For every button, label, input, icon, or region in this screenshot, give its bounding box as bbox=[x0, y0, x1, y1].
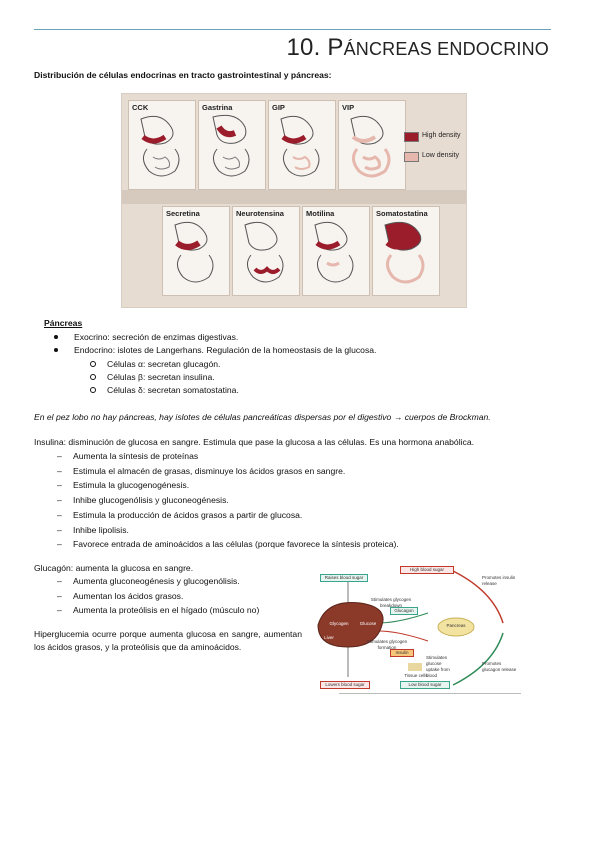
high-blood-sugar-box: High blood sugar bbox=[400, 566, 454, 574]
legend-high-swatch bbox=[404, 132, 419, 142]
list-item: –Inhibe glucogenólisis y gluconeogénesis… bbox=[57, 495, 229, 506]
glucose-regulation-diagram: Raises blood sugar High blood sugar Prom… bbox=[308, 563, 521, 693]
list-item: –Estimula la glucogenogénesis. bbox=[57, 480, 190, 491]
list-item: –Aumenta la proteólisis en el hígado (mú… bbox=[57, 605, 260, 616]
list-item: –Estimula el almacén de grasas, disminuy… bbox=[57, 465, 346, 476]
insulina-list: –Aumenta la síntesis de proteínas –Estim… bbox=[57, 449, 399, 552]
list-item: –Aumenta gluconeogénesis y glucogenólisi… bbox=[57, 576, 240, 586]
cells-list: Células α: secretan glucagón. Células β:… bbox=[89, 358, 239, 397]
glucagon-box: Glucagon bbox=[390, 607, 418, 615]
panel-secretina: Secretina bbox=[162, 206, 230, 296]
lobo-note: En el pez lobo no hay páncreas, hay islo… bbox=[34, 412, 491, 422]
panel-gastrina: Gastrina bbox=[198, 100, 266, 190]
list-item: –Aumentan los ácidos grasos. bbox=[57, 590, 184, 601]
hyperglucemia-text: Hiperglucemia ocurre porque aumenta gluc… bbox=[34, 629, 302, 652]
panel-cck: CCK bbox=[128, 100, 196, 190]
glycogen-label: Glycogen bbox=[329, 621, 349, 626]
list-item: Exocrino: secreción de enzimas digestiva… bbox=[52, 331, 376, 344]
legend-low: Low density bbox=[422, 152, 459, 159]
figure-baseline bbox=[339, 693, 521, 694]
glucagon-desc: Glucagón: aumenta la glucosa en sangre. bbox=[34, 563, 194, 573]
list-item: Células δ: secretan somatostatina. bbox=[89, 384, 239, 397]
promotes-glucagon-label: Promotes glucagon release bbox=[482, 661, 517, 672]
legend-high: High density bbox=[422, 132, 461, 139]
panel-motilina: Motilina bbox=[302, 206, 370, 296]
lowers-blood-sugar-box: Lowers blood sugar bbox=[320, 681, 370, 689]
stimulates-uptake-label: Stimulates glucose uptake from blood bbox=[426, 655, 450, 678]
stimulates-formation-label: Stimulates glycogen formation bbox=[366, 639, 408, 650]
tissue-cells-label: Tissue cells bbox=[404, 673, 428, 678]
stimulates-breakdown-label: Stimulates glycogen breakdown bbox=[370, 597, 412, 608]
pancreas-list: Exocrino: secreción de enzimas digestiva… bbox=[52, 331, 376, 357]
panel-gip: GIP bbox=[268, 100, 336, 190]
pancreas-label: Pancreas bbox=[446, 623, 466, 628]
panel-somatostatina: Somatostatina bbox=[372, 206, 440, 296]
list-item: Endocrino: islotes de Langerhans. Regula… bbox=[52, 344, 376, 357]
glucagon-list: –Aumenta gluconeogénesis y glucogenólisi… bbox=[57, 574, 259, 618]
list-item: Células α: secretan glucagón. bbox=[89, 358, 239, 371]
liver-label: Liver bbox=[324, 635, 334, 640]
panel-neurotensina: Neurotensina bbox=[232, 206, 300, 296]
gi-distribution-figure: CCK Gastrina GIP VIP High density Low de… bbox=[121, 93, 467, 308]
list-item: Células β: secretan insulina. bbox=[89, 371, 239, 384]
list-item: –Estimula la producción de ácidos grasos… bbox=[57, 509, 303, 520]
panel-vip: VIP bbox=[338, 100, 406, 190]
header-rule bbox=[34, 29, 551, 30]
low-blood-sugar-box: Low blood sugar bbox=[400, 681, 450, 689]
glucose-label: Glucose bbox=[359, 621, 377, 626]
raises-blood-sugar-box: Raises blood sugar bbox=[320, 574, 368, 582]
insulina-desc: Insulina: disminución de glucosa en sang… bbox=[34, 437, 474, 447]
page-title: 10. PÁNCREAS ENDOCRINO bbox=[286, 34, 549, 61]
list-item: –Inhibe lipolisis. bbox=[57, 524, 129, 535]
promotes-insulin-label: Promotes insulin release bbox=[482, 575, 516, 586]
pancreas-heading: Páncreas bbox=[44, 318, 83, 328]
legend-low-swatch bbox=[404, 152, 419, 162]
intro-text: Distribución de células endocrinas en tr… bbox=[34, 70, 332, 80]
list-item: –Aumenta la síntesis de proteínas bbox=[57, 451, 199, 461]
insulin-box: Insulin bbox=[390, 649, 414, 657]
list-item: –Favorece entrada de aminoácidos a las c… bbox=[57, 539, 399, 550]
